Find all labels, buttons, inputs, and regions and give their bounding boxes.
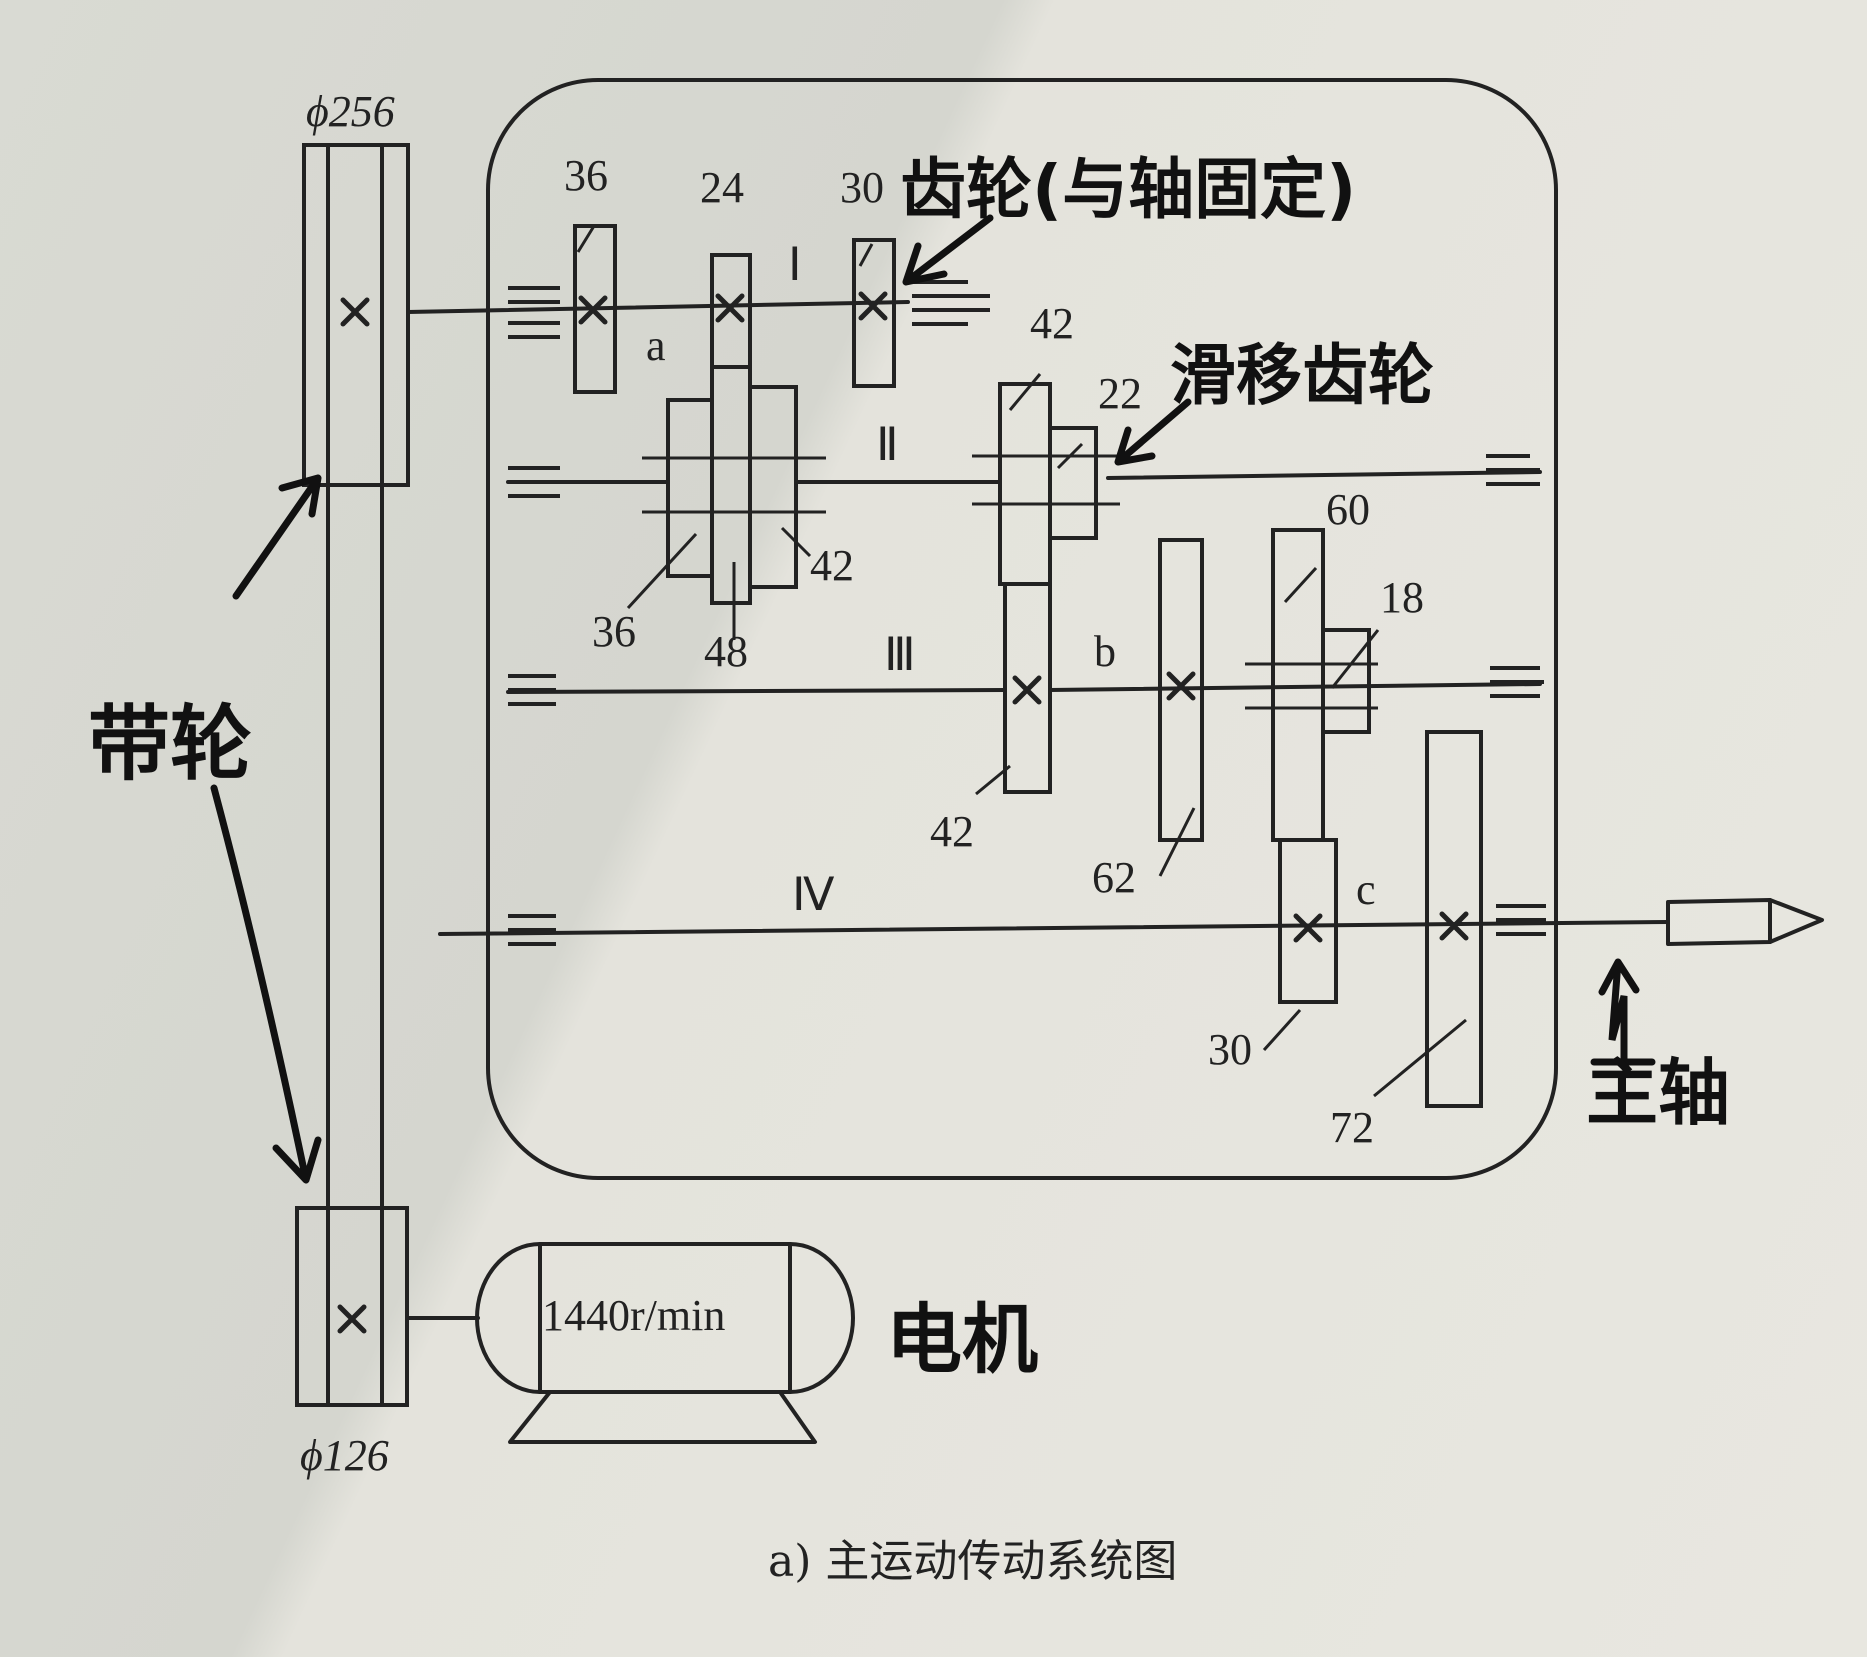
shaft-3-bearing-left (508, 674, 556, 706)
shaft-1-bearing-left (508, 286, 560, 339)
motor-speed: 1440r/min (542, 1291, 725, 1340)
label-s2-42: 42 (810, 541, 854, 590)
gear-s2-22 (1048, 426, 1098, 540)
arrow-spindle (1590, 958, 1656, 1066)
shaft-1-bearing-right (912, 280, 990, 326)
leader-lines (576, 225, 1467, 1098)
shaft-3-left (506, 688, 1007, 694)
annotation-spindle: 主轴 (1586, 1051, 1730, 1135)
gear-s2-36 (666, 398, 714, 578)
gear-s2-42b (998, 382, 1052, 586)
bottom-pulley-cross-2 (337, 1304, 367, 1334)
annotation-motor: 电机 (886, 1295, 1038, 1384)
shaft-4 (438, 920, 1670, 936)
shaft-2-bearing-left (508, 466, 560, 498)
arrow-belt-top (232, 474, 322, 600)
shaft-1 (406, 300, 910, 314)
label-s1-30: 30 (840, 163, 884, 212)
gear-s1-30 (852, 238, 896, 388)
figure-caption: a) 主运动传动系统图 (768, 1536, 1177, 1587)
annotation-fixed-gear: 齿轮(与轴固定) (900, 151, 1356, 228)
label-s3-60: 60 (1326, 485, 1370, 534)
shaft-2-right (1106, 470, 1542, 480)
point-a: a (646, 321, 666, 370)
bottom-pulley (295, 1206, 409, 1407)
gear-s3-18 (1321, 628, 1371, 734)
gear-s2-48 (710, 365, 752, 605)
shaft-2-bearing-right (1486, 454, 1540, 486)
label-s3-18: 18 (1380, 573, 1424, 622)
bottom-pulley-diameter: ϕ126 (300, 1431, 389, 1480)
arrow-belt-bottom (210, 784, 322, 1184)
gear-s3-62 (1158, 538, 1204, 842)
motor-base (508, 1390, 817, 1444)
gear-s4-72 (1425, 730, 1483, 1108)
gear-s3-42 (1003, 582, 1052, 794)
label-s2-22: 22 (1098, 369, 1142, 418)
label-s2-48: 48 (704, 627, 748, 676)
shaft-4-bearing-right (1496, 904, 1546, 936)
arrow-fixed-gear (902, 214, 994, 286)
shaft-3-bearing-right (1490, 666, 1544, 698)
shaft-1-label: Ⅰ (788, 239, 802, 290)
label-s2-42b: 42 (1030, 299, 1074, 348)
spindle-tip (1666, 898, 1824, 946)
label-s2-36: 36 (592, 607, 636, 656)
label-s4-72: 72 (1330, 1103, 1374, 1152)
gear-s2-42 (748, 385, 798, 589)
shaft-3-right (1048, 682, 1542, 692)
gear-s4-30 (1278, 838, 1338, 1004)
top-pulley (302, 143, 410, 487)
label-s1-36: 36 (564, 151, 608, 200)
top-pulley-cross-2 (340, 297, 370, 327)
annotation-sliding-gear: 滑移齿轮 (1170, 337, 1434, 414)
shaft-2-label: Ⅱ (876, 419, 899, 470)
shaft-4-bearing-left (508, 914, 556, 946)
annotation-belt-pulley: 带轮 (88, 697, 252, 792)
gearbox-housing (486, 78, 1558, 1180)
arrow-sliding-gear (1114, 398, 1192, 466)
gear-s1-36 (573, 224, 617, 394)
point-b: b (1094, 627, 1116, 676)
label-s1-24: 24 (700, 163, 744, 212)
label-s3-42: 42 (930, 807, 974, 856)
point-c: c (1356, 865, 1376, 914)
shaft-3-label: Ⅲ (884, 629, 916, 680)
top-pulley-diameter: ϕ256 (306, 87, 395, 136)
label-s4-30: 30 (1208, 1025, 1252, 1074)
label-s3-62: 62 (1092, 853, 1136, 902)
shaft-4-label: Ⅳ (792, 869, 835, 920)
